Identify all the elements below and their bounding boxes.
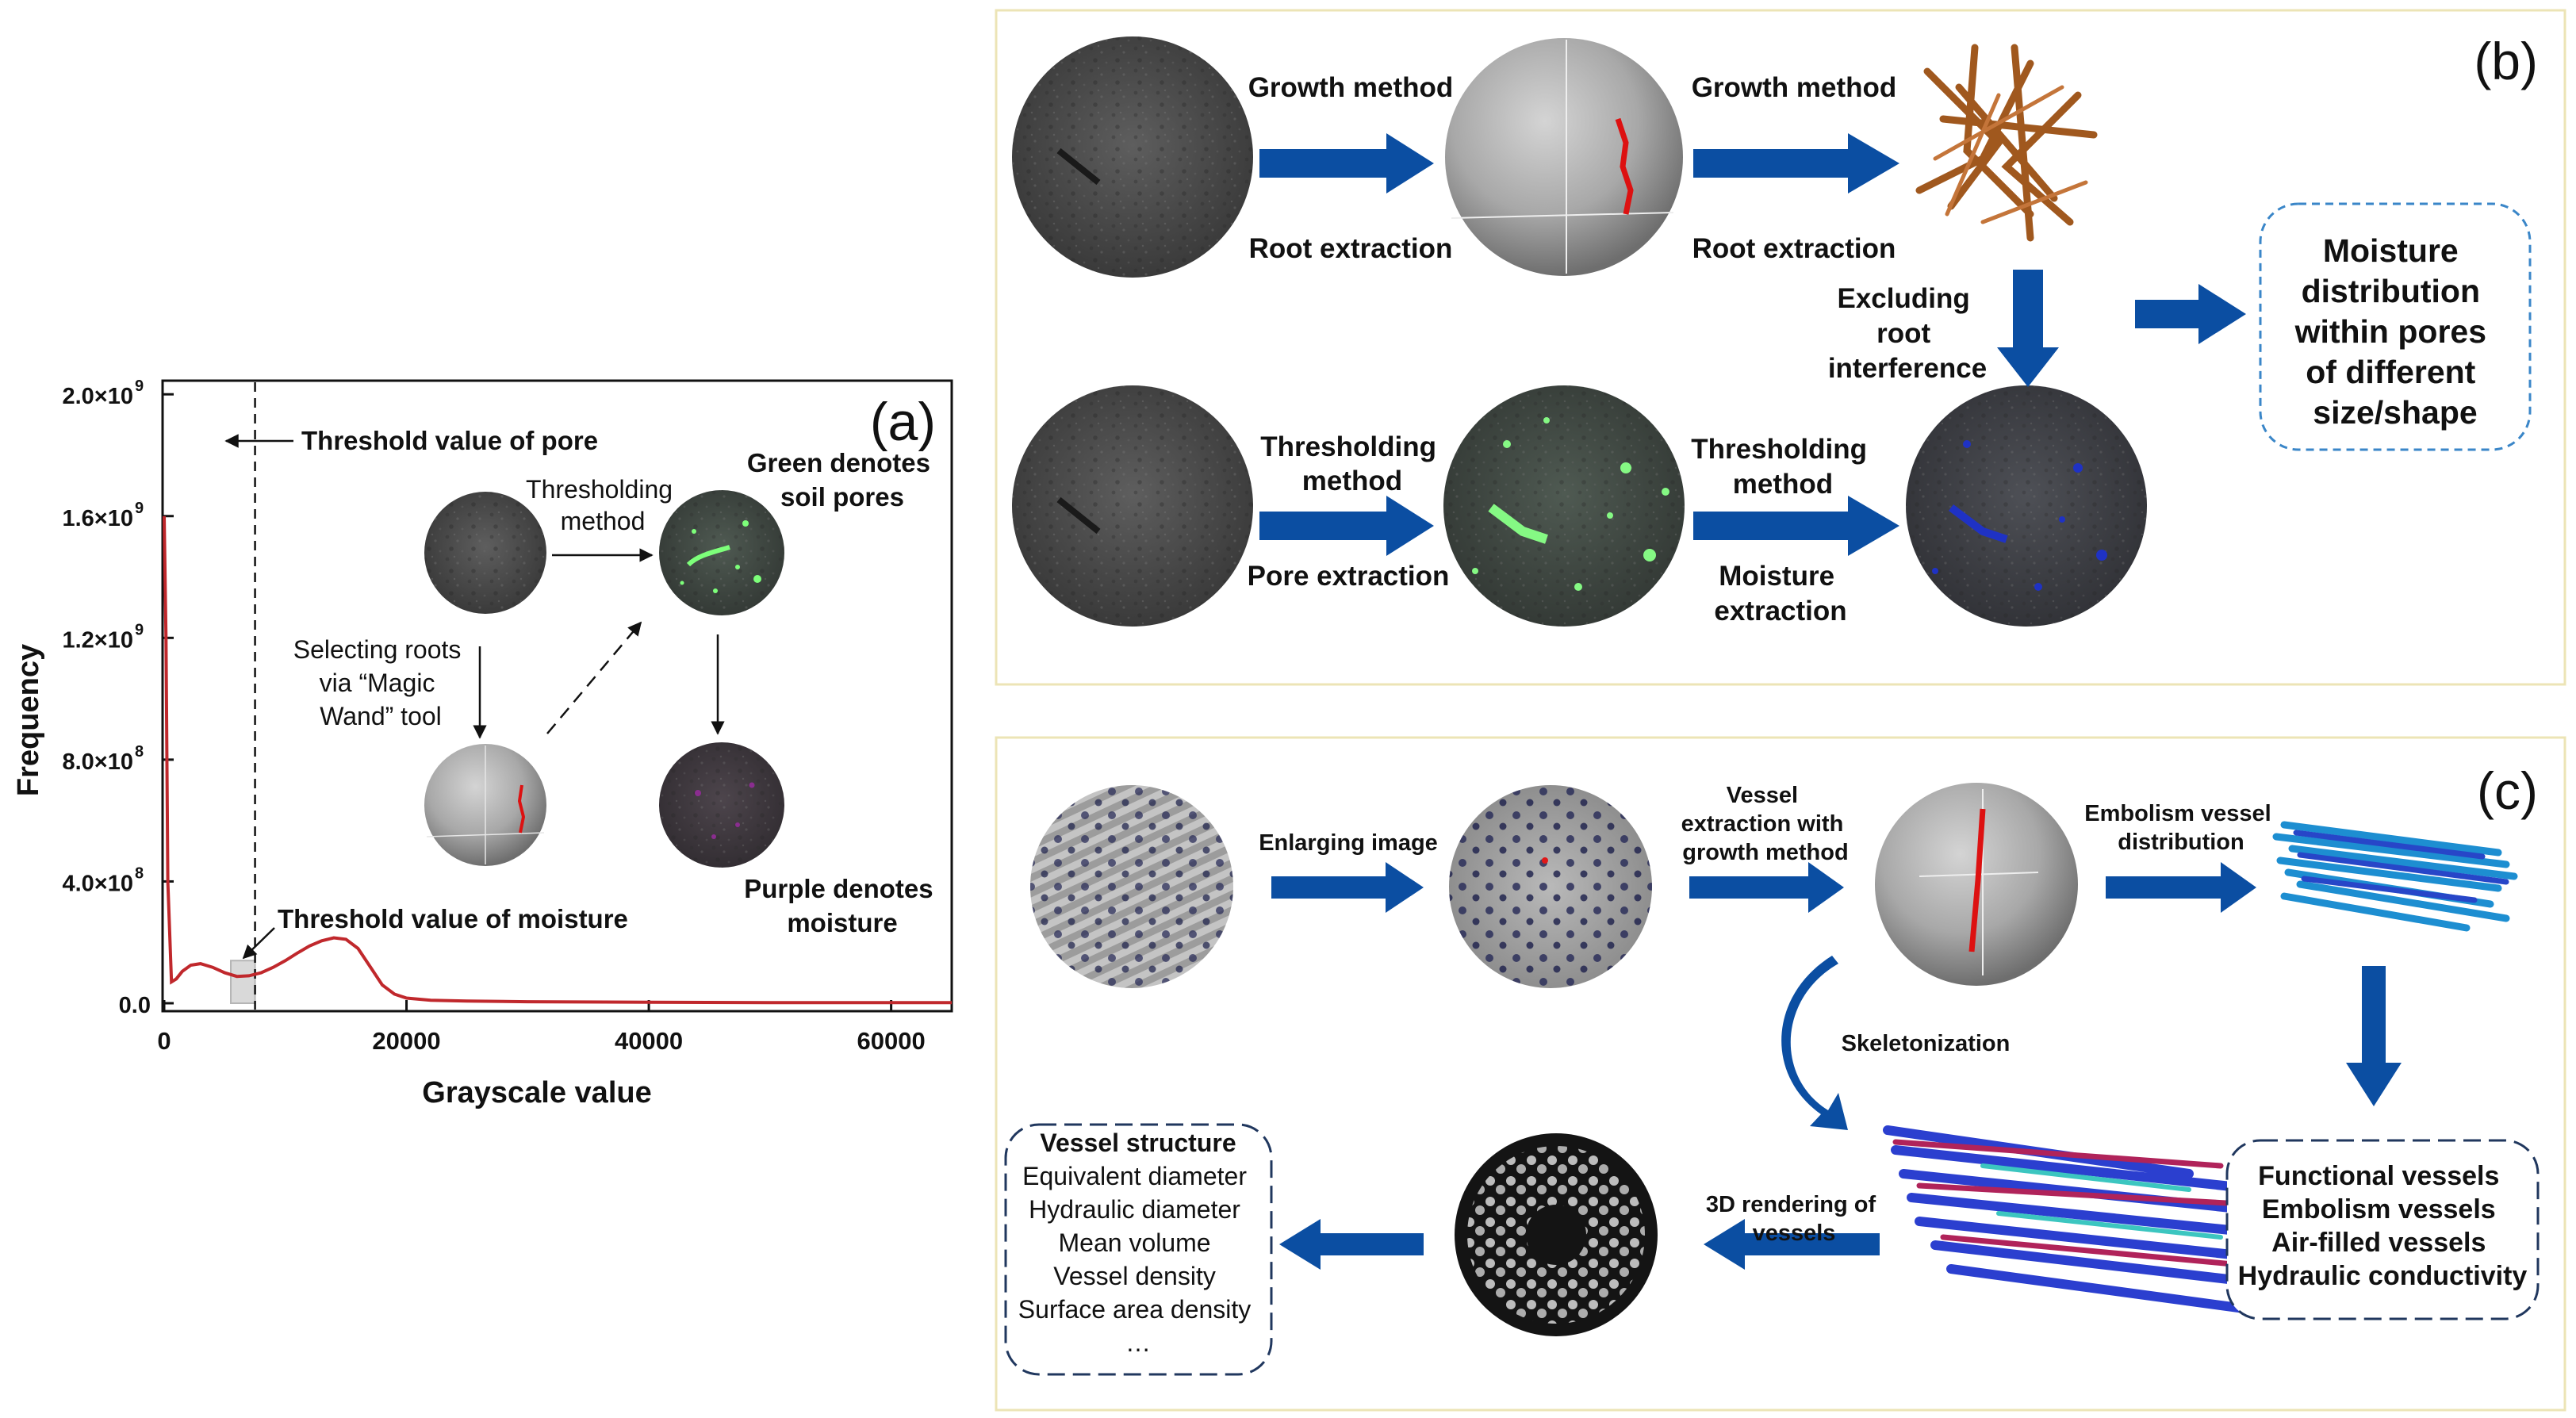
excluding-root-label: Excluding root interference [1828,283,1987,384]
thresholding-label-b2: Thresholding method [1691,434,1874,500]
y-tick-exponent: 9 [135,621,144,638]
functional-vessels-box [2225,1139,2540,1320]
root-network-3d [1915,44,2098,242]
frequency-series-line [163,515,952,1005]
arrow-b-top-left [1259,133,1434,194]
arrow-b-bottom-left [1259,496,1434,556]
arrow-c-skeletonization [1781,956,1848,1130]
arrow-c-rendering [1704,1219,1880,1270]
wood-cross-section [1030,785,1233,988]
root-sphere-b [1445,38,1683,276]
embolism-vessel-bundle [2272,821,2518,932]
skeletonization-label: Skeletonization [1842,1031,2011,1056]
x-tick-label: 0 [157,1027,171,1055]
threshold-moisture-annotation: Threshold value of moisture [278,904,628,933]
green-pores-label: Green denotes soil pores [747,448,937,512]
ct-slice-original [424,492,546,614]
moisture-threshold-pointer [242,927,275,960]
ct-slice-purple-moisture [659,742,784,868]
selecting-roots-label: Selecting roots via “Magic Wand” tool [293,635,469,730]
y-tick-exponent: 9 [135,500,144,517]
y-axis-label: Frequency [12,644,45,796]
panel-c: (c) [995,736,2566,1412]
functional-vessels-text: Functional vessels Embolism vessels Air-… [2238,1161,2528,1291]
y-tick-label: 1.2×10 [62,627,133,653]
ct-slice-b-top [1012,36,1253,278]
arrow-b-result [2135,284,2246,344]
panel-c-label: (c) [2477,761,2538,820]
ct-slice-b-blue [1906,385,2147,627]
ct-root-sphere [424,744,546,866]
y-tick-exponent: 8 [135,743,144,761]
ct-slice-b-green [1443,385,1685,627]
panel-a-label: (a) [870,392,936,452]
dashed-combine-arrow [546,621,642,734]
threshold-pore-annotation: Threshold value of pore [301,426,598,455]
x-tick-label: 40000 [615,1027,683,1055]
arrow-b-top-right [1693,133,1899,194]
y-tick-label: 2.0×10 [62,384,133,409]
panel-c-arrows [1271,862,2402,1270]
vessel-structure-box [1004,1123,1273,1376]
y-tick-exponent: 8 [135,864,144,882]
arrow-c-structure [1279,1219,1424,1270]
x-tick-label: 60000 [857,1027,926,1055]
arrow-c-enlarging [1271,862,1424,913]
panel-b-label: (b) [2474,32,2538,90]
y-tick-label: 0.0 [119,993,151,1018]
moisture-extraction-label: Moisture extraction [1714,561,1846,627]
vessel-structure-list: Equivalent diameter Hydraulic diameter M… [1018,1162,1258,1357]
y-tick-label: 8.0×10 [62,749,133,775]
growth-method-label-2: Growth method [1692,72,1897,103]
arrow-b-bottom-right [1693,496,1899,556]
vessel-structure-title: Vessel structure [1040,1129,1236,1157]
x-axis-label: Grayscale value [422,1076,651,1109]
y-tick-exponent: 9 [135,377,144,395]
y-tick-label: 1.6×10 [62,506,133,531]
arrow-c-down [2346,966,2402,1106]
skeleton-cross-section [1455,1133,1658,1336]
arrow-c-embolism [2106,862,2256,913]
wood-cross-section-enlarged [1449,785,1652,988]
ct-slice-b-bottom [1012,385,1253,627]
moisture-distribution-box [2259,202,2532,451]
thresholding-label-b1: Thresholding method [1260,431,1443,496]
vessel-sphere [1875,783,2078,986]
arrow-c-extraction [1689,862,1844,913]
thresholding-method-label: Thresholding method [526,475,680,535]
y-tick-label: 4.0×10 [62,871,133,896]
panel-b: (b) [995,9,2566,686]
plot-frame [161,379,953,1013]
x-tick-label: 20000 [372,1027,440,1055]
x-axis-ticks: 0 20000 40000 60000 [157,1000,926,1055]
arrow-b-down [1997,270,2059,387]
root-extraction-label-1: Root extraction [1249,233,1453,264]
purple-moisture-label: Purple denotes moisture [744,874,941,937]
embolism-distribution-label: Embolism vessel distribution [2084,801,2277,855]
vessel-extraction-label: Vessel extraction with growth method [1681,783,1850,865]
pore-extraction-label: Pore extraction [1248,561,1450,592]
root-extraction-label-2: Root extraction [1692,233,1896,264]
ct-slice-green-pores [659,490,784,615]
panel-b-arrows [1259,133,2246,556]
moisture-distribution-text: Moisture distribution within pores of di… [2294,232,2496,431]
moisture-threshold-band [230,960,256,1005]
enlarging-image-label: Enlarging image [1259,830,1438,856]
growth-method-label-1: Growth method [1248,72,1454,103]
rendering-label: 3D rendering of vessels [1706,1192,1882,1246]
